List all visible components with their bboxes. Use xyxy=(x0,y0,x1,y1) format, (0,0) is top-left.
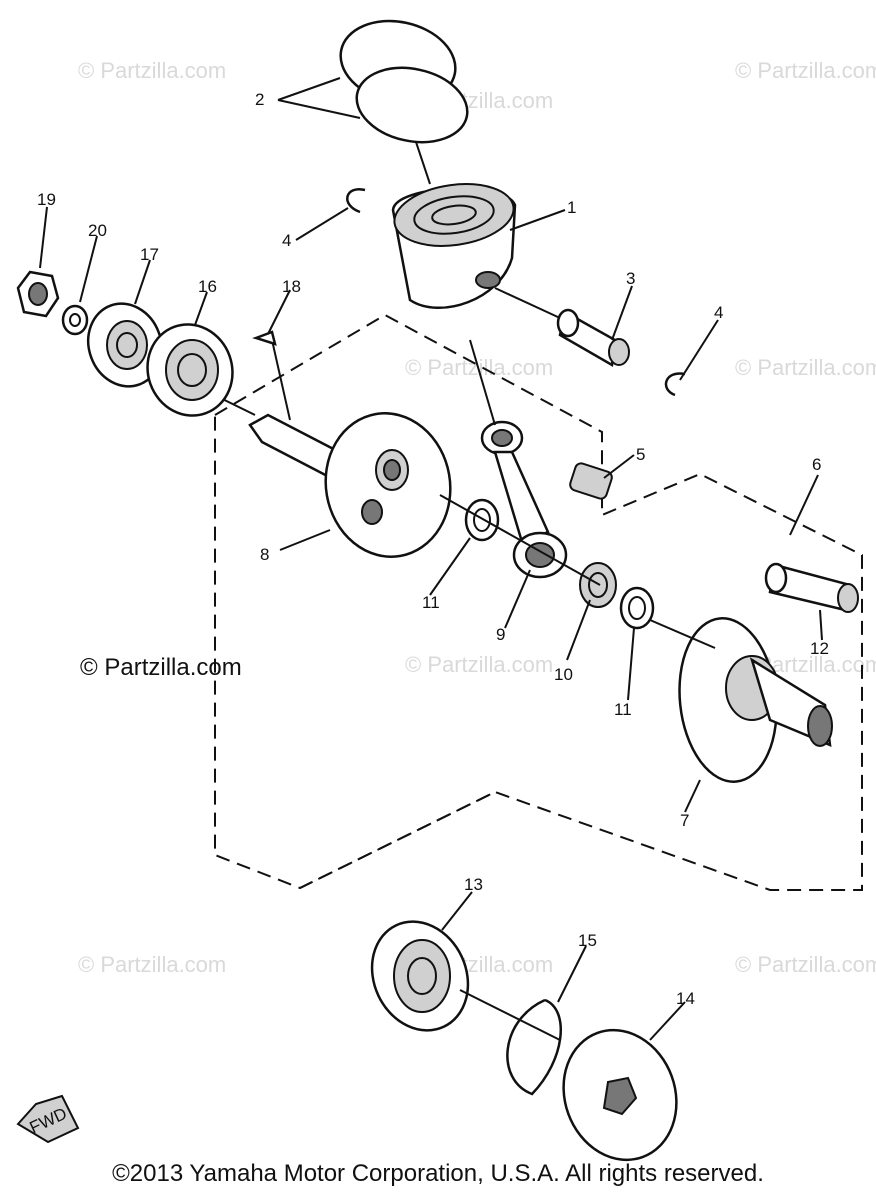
leader-line xyxy=(439,494,601,586)
oil-seal xyxy=(86,302,164,388)
callout-3: 3 xyxy=(626,269,635,288)
leader-line xyxy=(459,989,561,1041)
crankshaft-assembly-outline xyxy=(214,313,863,891)
crank-pin xyxy=(764,562,859,613)
oil-seal-plate xyxy=(562,1028,678,1162)
leader-line xyxy=(494,287,561,319)
callout-16: 16 xyxy=(198,277,217,296)
piston-pin xyxy=(556,308,630,368)
callout-2: 2 xyxy=(255,90,264,109)
piston xyxy=(391,183,517,310)
leader-line xyxy=(271,339,291,421)
crank-web-right xyxy=(678,617,833,783)
callout-17: 17 xyxy=(140,245,159,264)
callout-19: 19 xyxy=(37,190,56,209)
callout-6: 6 xyxy=(812,455,821,474)
callout-13: 13 xyxy=(464,875,483,894)
bearing-bottom xyxy=(370,920,470,1032)
crank-web-left xyxy=(248,412,452,558)
thrust-washer-left xyxy=(464,498,500,542)
washer xyxy=(61,304,89,336)
fwd-arrow-icon: FWD xyxy=(16,1094,80,1144)
callout-18: 18 xyxy=(282,277,301,296)
watermark: © Partzilla.com xyxy=(78,952,226,977)
leader-line xyxy=(469,339,496,426)
connecting-rod xyxy=(480,420,568,579)
bearing-left xyxy=(146,323,234,417)
callout-1: 1 xyxy=(567,198,576,217)
callout-20: 20 xyxy=(88,221,107,240)
callout-numbers: 2 1 4 3 4 5 6 8 11 9 10 11 12 7 19 20 17… xyxy=(37,90,829,1008)
callout-15: 15 xyxy=(578,931,597,950)
watermark: © Partzilla.com xyxy=(735,355,876,380)
leader-line xyxy=(649,619,716,649)
leader-line xyxy=(415,141,431,185)
callout-12: 12 xyxy=(810,639,829,658)
callout-4: 4 xyxy=(282,231,291,250)
callout-11: 11 xyxy=(422,593,440,612)
watermark: © Partzilla.com xyxy=(735,58,876,83)
callout-9: 9 xyxy=(496,625,505,644)
nut xyxy=(16,270,60,318)
bearing-group-outline xyxy=(299,791,496,889)
callout-4: 4 xyxy=(714,303,723,322)
callout-14: 14 xyxy=(676,989,695,1008)
watermark: © Partzilla.com xyxy=(405,652,553,677)
side-watermark: © Partzilla.com xyxy=(80,654,242,681)
copyright-notice: ©2013 Yamaha Motor Corporation, U.S.A. A… xyxy=(112,1160,764,1187)
small-end-bearing xyxy=(569,462,613,500)
thrust-washer-right xyxy=(619,586,655,630)
watermark: © Partzilla.com xyxy=(78,58,226,83)
woodruff-key xyxy=(252,330,277,346)
watermark: © Partzilla.com xyxy=(735,952,876,977)
callout-5: 5 xyxy=(636,445,645,464)
callout-7: 7 xyxy=(680,811,689,830)
piston-rings xyxy=(339,19,469,144)
callout-leaders xyxy=(39,77,823,1041)
callout-10: 10 xyxy=(554,665,573,684)
circlip-bottom xyxy=(506,998,563,1096)
circlip-left xyxy=(346,187,366,214)
callout-11: 11 xyxy=(614,700,632,719)
callout-8: 8 xyxy=(260,545,269,564)
